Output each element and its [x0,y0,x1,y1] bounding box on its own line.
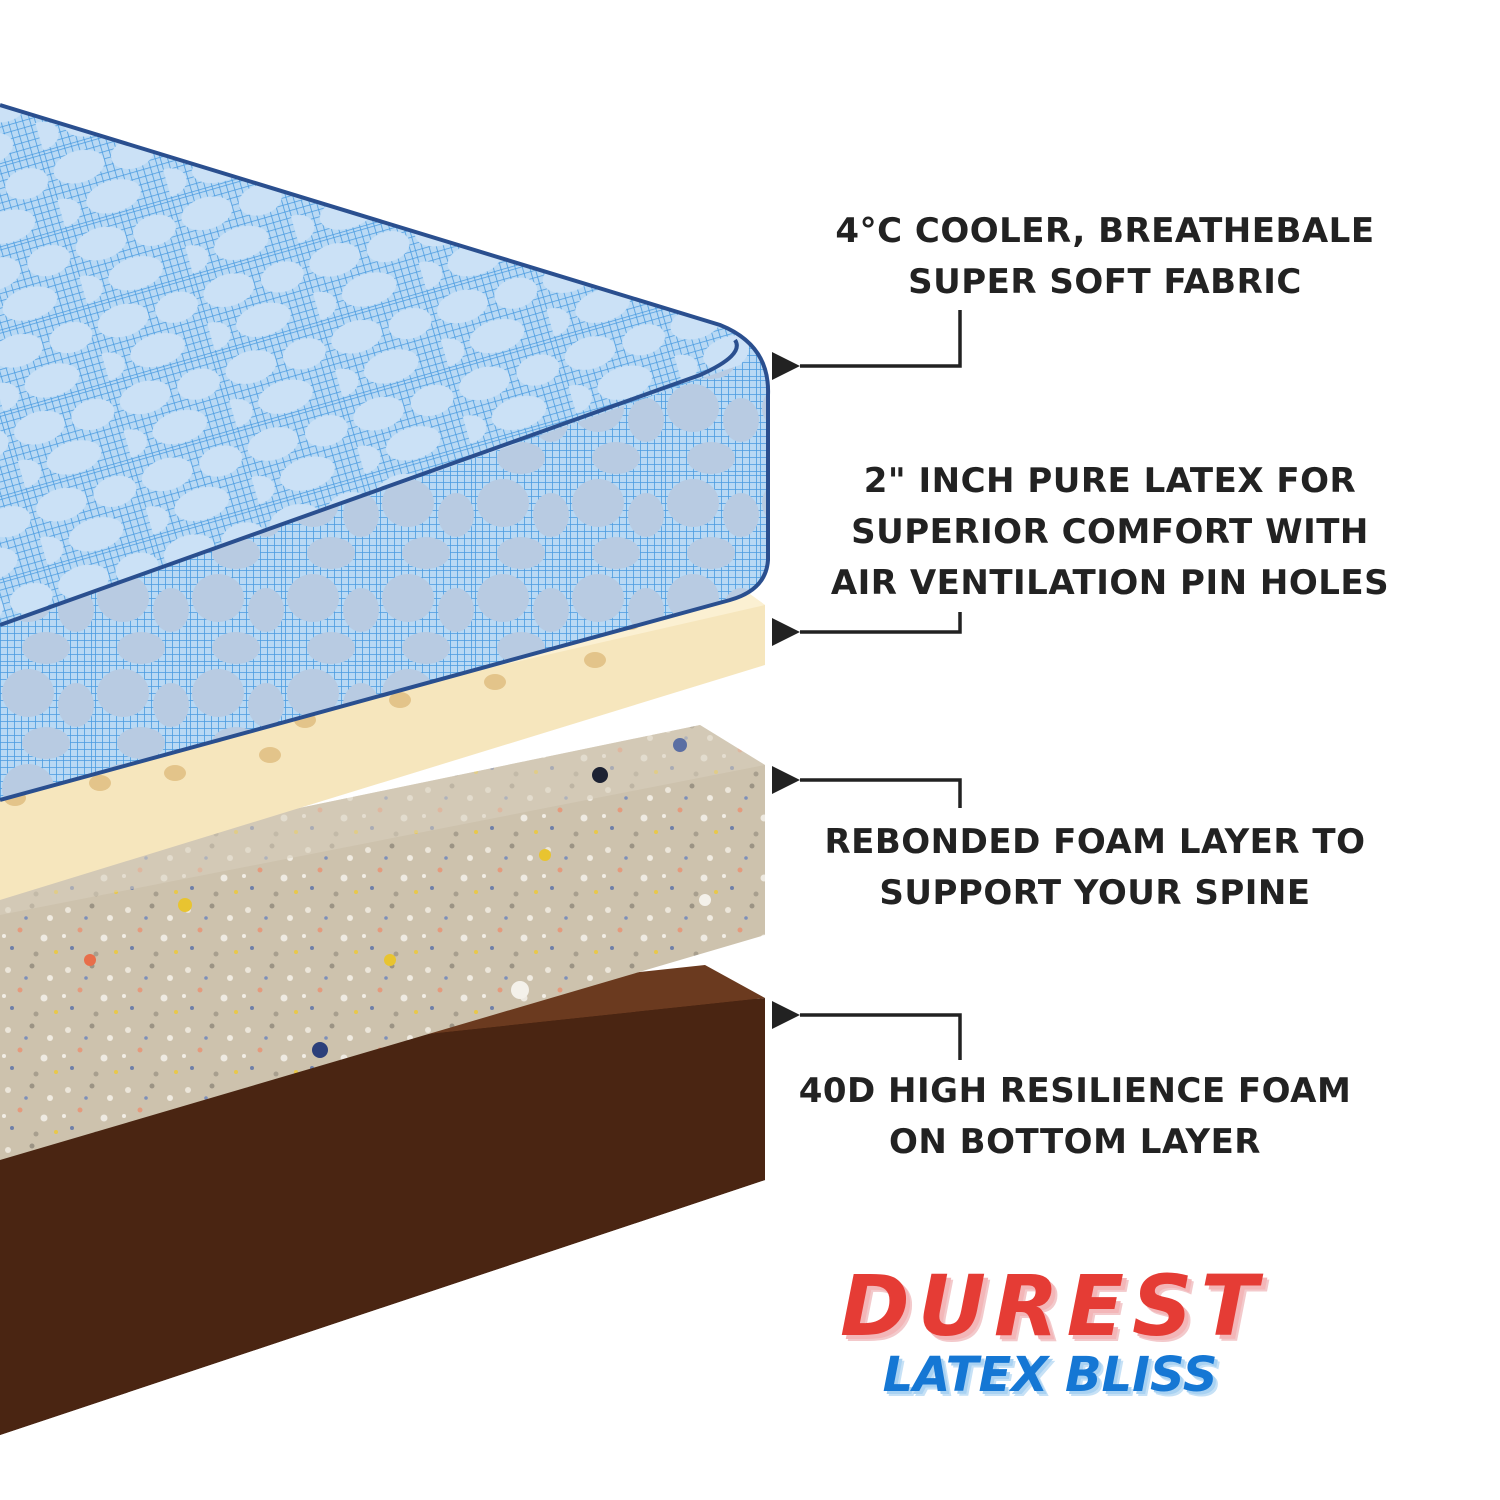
brand-logo-name: DUREST [840,1257,1266,1355]
hr-foam-side [0,998,765,1435]
fabric-piping-inner [0,338,739,627]
callout-arrows [772,310,962,1060]
callout-latex: 2" INCH PURE LATEX FOR SUPERIOR COMFORT … [790,456,1430,609]
callout-hr-foam: 40D HIGH RESILIENCE FOAM ON BOTTOM LAYER [770,1066,1380,1168]
callout-rebonded-line-1: REBONDED FOAM LAYER TO [824,822,1366,862]
callout-fabric: 4°C COOLER, BREATHEBALE SUPER SOFT FABRI… [800,206,1410,308]
latex-body [0,587,765,900]
callout-fabric-line-2: SUPER SOFT FABRIC [908,262,1302,302]
fabric-layer [0,103,771,802]
brand-logo-tagline: LATEX BLISS [882,1347,1218,1403]
callout-fabric-line-1: 4°C COOLER, BREATHEBALE [835,211,1375,251]
arrow-latex [772,612,962,646]
callout-rebonded-line-2: SUPPORT YOUR SPINE [879,873,1311,913]
callout-hr-foam-line-2: ON BOTTOM LAYER [888,1122,1261,1162]
fabric-top [0,105,749,625]
rebonded-foam-top [0,725,765,915]
callout-latex-line-2: SUPERIOR COMFORT WITH [851,512,1369,552]
callout-rebonded: REBONDED FOAM LAYER TO SUPPORT YOUR SPIN… [790,817,1400,919]
callout-latex-line-3: AIR VENTILATION PIN HOLES [830,563,1390,603]
arrow-fabric [772,310,962,380]
arrow-rebonded [772,766,962,808]
arrow-hr-foam [772,1001,962,1060]
callout-latex-line-1: 2" INCH PURE LATEX FOR [863,461,1357,501]
fabric-piping-outer [0,103,771,802]
callout-hr-foam-line-1: 40D HIGH RESILIENCE FOAM [798,1071,1352,1111]
